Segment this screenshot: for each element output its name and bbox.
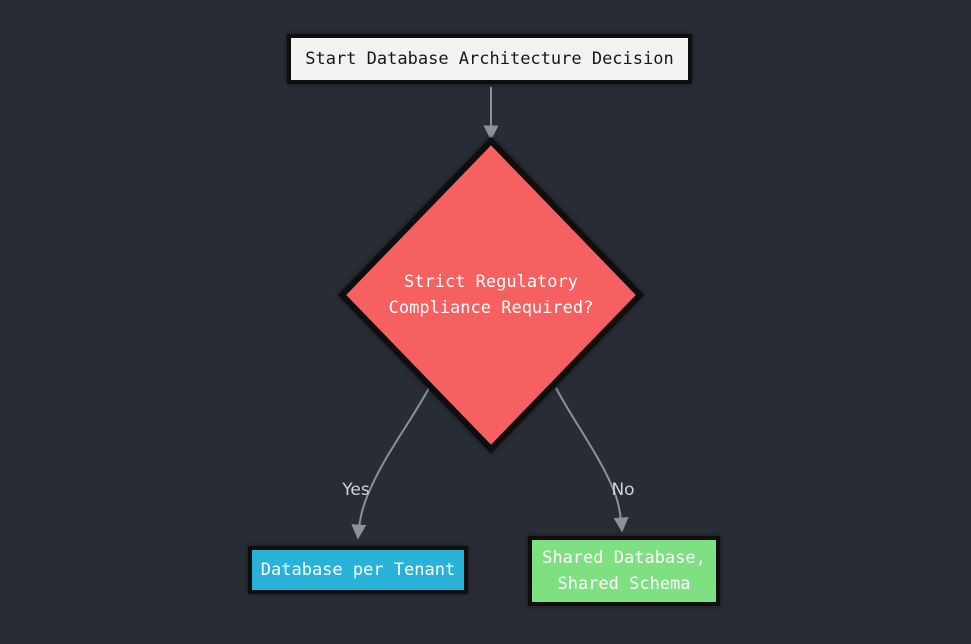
- node-db-per-tenant: Database per Tenant: [248, 546, 468, 594]
- node-shared-db-line2: Shared Schema: [557, 574, 691, 594]
- node-decision-label: Strict Regulatory Compliance Required?: [341, 269, 641, 321]
- decision-diamond-shape: [337, 136, 645, 454]
- node-start: Start Database Architecture Decision: [287, 34, 692, 84]
- node-shared-db: Shared Database, Shared Schema: [528, 536, 720, 606]
- decision-label-line2: Compliance Required?: [388, 298, 594, 318]
- node-db-per-tenant-label: Database per Tenant: [260, 560, 456, 580]
- edge-label-no: No: [611, 480, 635, 500]
- edge-decision-to-db-per-tenant: [351, 387, 430, 540]
- edge-label-yes: Yes: [342, 480, 370, 500]
- node-start-label: Start Database Architecture Decision: [305, 49, 674, 69]
- decision-label-line1: Strict Regulatory: [404, 272, 578, 292]
- node-shared-db-line1: Shared Database,: [542, 548, 706, 568]
- edge-decision-to-shared-db: [555, 387, 629, 533]
